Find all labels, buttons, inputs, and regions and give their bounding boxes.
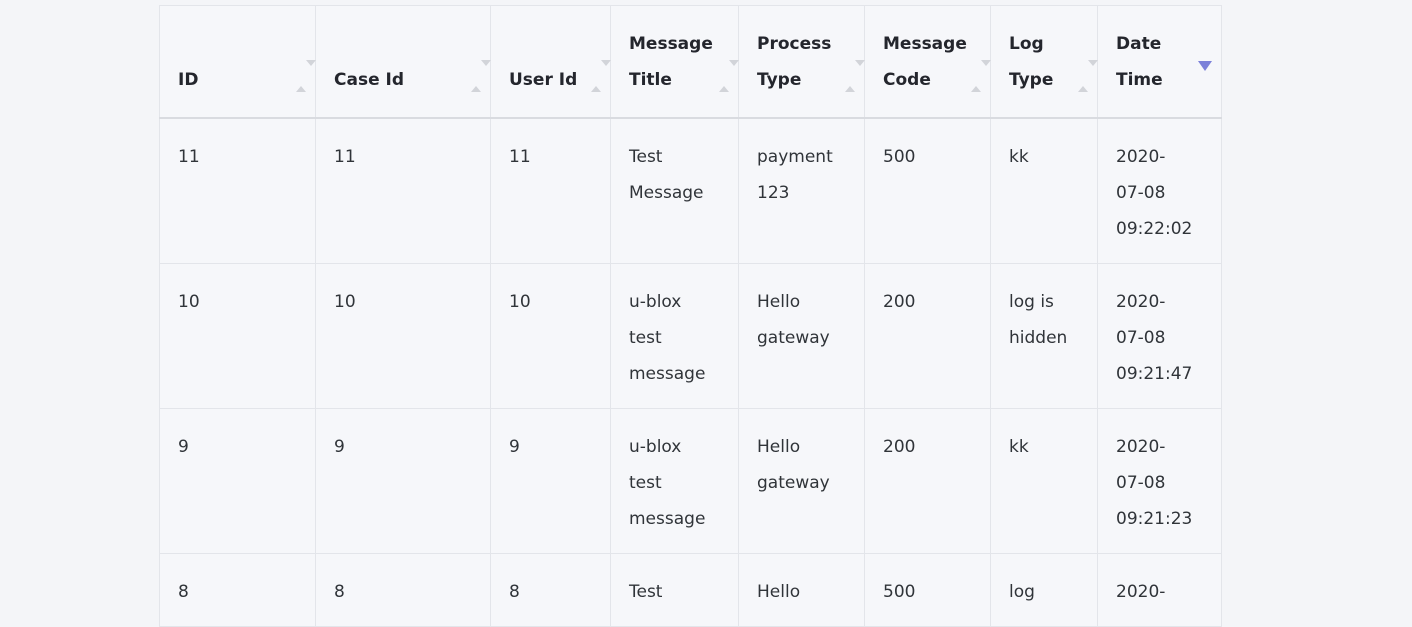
table-cell-date-time: 2020-07-08 09:21:47 <box>1097 262 1222 409</box>
column-header-label: Date Time <box>1116 33 1163 90</box>
table-cell-id: 11 <box>159 117 316 264</box>
table-cell-message-title: Test Message <box>610 117 739 264</box>
sort-desc-icon <box>1198 61 1212 71</box>
column-header-user-id[interactable]: User Id <box>490 5 611 119</box>
table-cell-log-type: kk <box>990 117 1098 264</box>
table-header-row: ID Case Id User Id Message Title Process Typ… <box>159 5 1222 119</box>
column-header-label: Message Code <box>883 33 967 90</box>
table-cell-message-code: 500 <box>864 552 991 627</box>
column-header-label: Message Title <box>629 33 713 90</box>
table-cell-message-title: u-blox test message <box>610 407 739 554</box>
table-header: ID Case Id User Id Message Title Process Typ… <box>159 5 1222 119</box>
table-cell-case-id: 10 <box>315 262 491 409</box>
column-header-label: Case Id <box>334 69 405 90</box>
table-cell-user-id: 10 <box>490 262 611 409</box>
table-cell-message-code: 200 <box>864 262 991 409</box>
table-cell-user-id: 11 <box>490 117 611 264</box>
sort-up-arrow-icon <box>1078 66 1088 92</box>
sort-up-arrow-icon <box>971 66 981 92</box>
table-cell-process-type: Hello gateway <box>738 262 865 409</box>
sort-down-arrow-icon <box>729 60 739 86</box>
column-header-log-type[interactable]: Log Type <box>990 5 1098 119</box>
table-cell-case-id: 8 <box>315 552 491 627</box>
sort-toggle-icon <box>971 58 991 92</box>
table-cell-log-type: log is hidden <box>990 262 1098 409</box>
sort-down-arrow-icon <box>306 60 316 86</box>
column-header-message-title[interactable]: Message Title <box>610 5 739 119</box>
log-table-container: ID Case Id User Id Message Title Process Typ… <box>159 5 1222 627</box>
sort-toggle-icon <box>591 58 611 92</box>
column-header-label: User Id <box>509 69 578 90</box>
sort-toggle-icon <box>471 58 491 92</box>
table-cell-message-code: 500 <box>864 117 991 264</box>
table-cell-date-time: 2020- <box>1097 552 1222 627</box>
column-header-id[interactable]: ID <box>159 5 316 119</box>
table-cell-case-id: 11 <box>315 117 491 264</box>
table-cell-date-time: 2020-07-08 09:22:02 <box>1097 117 1222 264</box>
sort-toggle-icon <box>845 58 865 92</box>
sort-toggle-icon <box>296 58 316 92</box>
table-cell-process-type: Hello <box>738 552 865 627</box>
table-cell-log-type: log <box>990 552 1098 627</box>
sort-up-arrow-icon <box>296 66 306 92</box>
table-cell-message-title: u-blox test message <box>610 262 739 409</box>
sort-toggle-icon <box>1078 58 1098 92</box>
sort-up-arrow-icon <box>471 66 481 92</box>
table-cell-log-type: kk <box>990 407 1098 554</box>
sort-down-arrow-icon <box>1088 60 1098 86</box>
table-cell-message-title: Test <box>610 552 739 627</box>
sort-up-arrow-icon <box>719 66 729 92</box>
column-header-date-time[interactable]: Date Time <box>1097 5 1222 119</box>
sort-up-arrow-icon <box>845 66 855 92</box>
column-header-label: Process Type <box>757 33 832 90</box>
table-cell-case-id: 9 <box>315 407 491 554</box>
sort-down-arrow-icon <box>601 60 611 86</box>
table-cell-user-id: 9 <box>490 407 611 554</box>
column-header-case-id[interactable]: Case Id <box>315 5 491 119</box>
table-cell-user-id: 8 <box>490 552 611 627</box>
sort-down-arrow-icon <box>855 60 865 86</box>
table-cell-id: 9 <box>159 407 316 554</box>
sort-down-arrow-icon <box>481 60 491 86</box>
table-cell-id: 10 <box>159 262 316 409</box>
table-cell-message-code: 200 <box>864 407 991 554</box>
column-header-message-code[interactable]: Message Code <box>864 5 991 119</box>
sort-up-arrow-icon <box>591 66 601 92</box>
sort-down-arrow-icon <box>981 60 991 86</box>
log-table: ID Case Id User Id Message Title Process Typ… <box>159 5 1222 627</box>
column-header-label: ID <box>178 69 199 90</box>
column-header-label: Log Type <box>1009 33 1054 90</box>
column-header-process-type[interactable]: Process Type <box>738 5 865 119</box>
table-cell-id: 8 <box>159 552 316 627</box>
sort-toggle-icon <box>719 58 739 92</box>
table-cell-process-type: payment 123 <box>738 117 865 264</box>
table-cell-date-time: 2020-07-08 09:21:23 <box>1097 407 1222 554</box>
table-cell-process-type: Hello gateway <box>738 407 865 554</box>
